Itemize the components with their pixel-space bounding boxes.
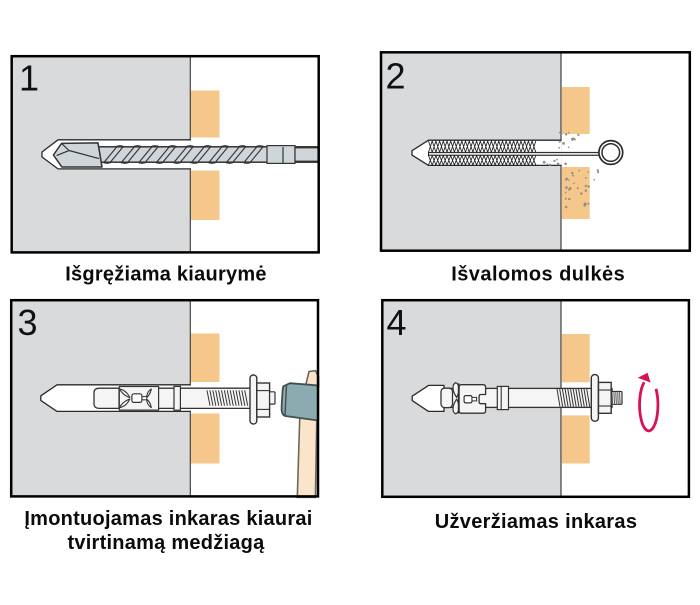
svg-text:3: 3 bbox=[18, 302, 38, 343]
svg-text:Išvalomos dulkės: Išvalomos dulkės bbox=[451, 264, 625, 286]
svg-text:Įmontuojamas inkaras kiaurai: Įmontuojamas inkaras kiaurai bbox=[24, 508, 312, 530]
svg-text:1: 1 bbox=[19, 58, 39, 99]
svg-text:Užveržiamas inkaras: Užveržiamas inkaras bbox=[435, 511, 638, 533]
svg-text:tvirtinamą medžiagą: tvirtinamą medžiagą bbox=[67, 532, 265, 554]
svg-text:2: 2 bbox=[386, 55, 406, 96]
svg-text:Išgręžiama kiaurymė: Išgręžiama kiaurymė bbox=[65, 263, 267, 285]
svg-text:4: 4 bbox=[387, 302, 407, 343]
